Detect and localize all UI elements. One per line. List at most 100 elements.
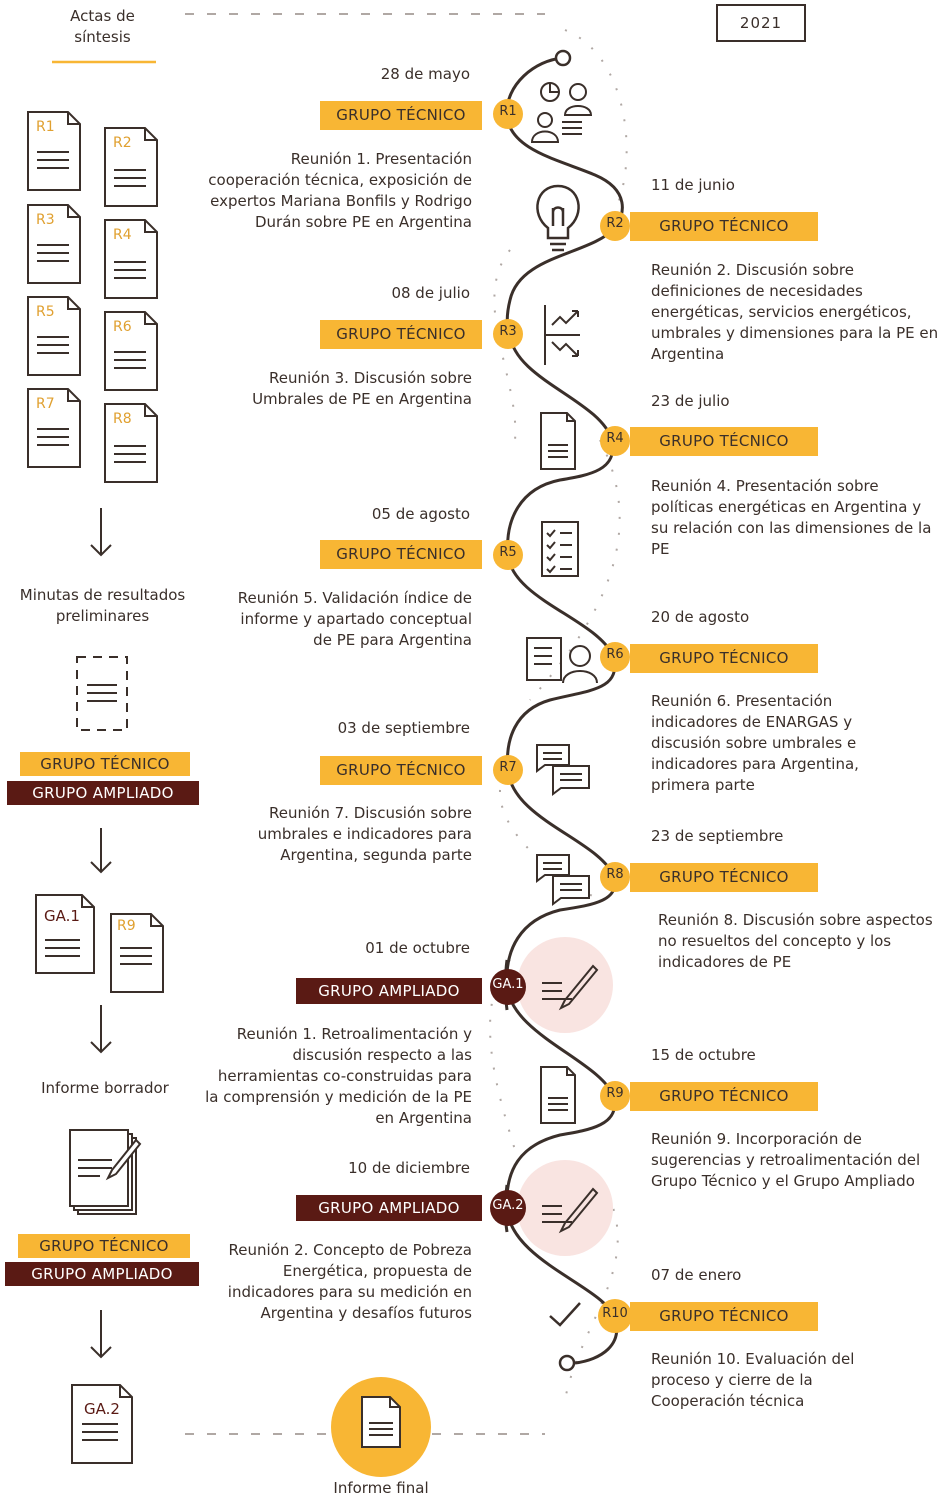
down-arrows <box>90 508 112 1359</box>
doc-tag: R5 <box>36 304 55 320</box>
presenter-icon <box>526 637 598 684</box>
doc-icon <box>104 403 158 483</box>
meeting-date: 15 de octubre <box>651 1046 756 1064</box>
meeting-desc: Reunión 10. Evaluación del proceso y cie… <box>651 1350 855 1410</box>
down-arrow-icon <box>90 508 112 557</box>
meeting-group-label: GRUPO TÉCNICO <box>630 1082 818 1111</box>
meeting-group-label: GRUPO TÉCNICO <box>320 540 482 569</box>
year-box: 2021 <box>716 4 806 42</box>
node-code: R3 <box>499 324 517 339</box>
node-code: R8 <box>606 867 624 882</box>
meeting-date: 11 de junio <box>651 176 735 194</box>
meeting-desc: Reunión 1. Retroalimentación y discusión… <box>205 1025 472 1127</box>
minutas-title: Minutas de resultados preliminares <box>19 586 186 625</box>
doc-tag: R4 <box>113 227 132 243</box>
actas-docs <box>27 111 158 483</box>
pencil-writing-icon <box>542 964 599 1011</box>
meeting-date: 07 de enero <box>651 1266 742 1284</box>
node-code: R9 <box>606 1086 624 1101</box>
ga2-highlight <box>517 1160 613 1256</box>
chat-bubbles-icon <box>536 744 590 796</box>
informe-final-title: Informe final <box>333 1479 429 1497</box>
informe-final-doc-icon <box>361 1396 401 1448</box>
pencil-writing-icon <box>542 1187 599 1234</box>
checklist-icon <box>541 521 579 577</box>
doc-icon <box>104 311 158 391</box>
doc-tag: R6 <box>113 319 132 335</box>
doc-tag: R7 <box>36 396 55 412</box>
node-code: R10 <box>602 1306 628 1321</box>
meeting-group-label: GRUPO AMPLIADO <box>296 1195 482 1221</box>
meeting-desc: Reunión 5. Validación índice de informe … <box>237 589 472 649</box>
informe-borrador-title: Informe borrador <box>41 1079 169 1097</box>
meeting-group-label: GRUPO TÉCNICO <box>630 863 818 892</box>
meeting-desc: Reunión 2. Discusión sobre definiciones … <box>651 261 939 363</box>
meeting-date: 03 de septiembre <box>337 719 470 737</box>
actas-title: Actas de síntesis <box>70 7 135 46</box>
doc-icon <box>71 1384 133 1464</box>
meeting-group-label: GRUPO AMPLIADO <box>296 978 482 1004</box>
meeting-desc: Reunión 9. Incorporación de sugerencias … <box>651 1130 921 1190</box>
meeting-date: 01 de octubre <box>365 939 470 957</box>
doc-tag: GA.2 <box>84 1400 120 1418</box>
doc-icon <box>104 127 158 207</box>
doc-tag: R9 <box>117 918 136 934</box>
doc-icon <box>27 111 81 191</box>
meeting-desc: Reunión 1. Presentación cooperación técn… <box>208 150 472 231</box>
meeting-desc: Reunión 8. Discusión sobre aspectos no r… <box>658 911 933 971</box>
meeting-group-label: GRUPO TÉCNICO <box>630 427 818 456</box>
meeting-date: 20 de agosto <box>651 608 750 626</box>
timeline-path <box>505 56 624 1365</box>
timeline-end-node <box>558 1354 576 1372</box>
doc-icon <box>35 894 95 974</box>
meeting-desc: Reunión 4. Presentación sobre políticas … <box>651 477 932 558</box>
stacked-documents-icon <box>69 1129 142 1215</box>
down-arrow-icon <box>90 1310 112 1359</box>
down-arrow-icon <box>90 1005 112 1054</box>
doc-icon <box>27 204 81 284</box>
node-code: GA.2 <box>492 1198 524 1213</box>
label-grupo-ampliado: GRUPO AMPLIADO <box>7 781 199 805</box>
down-arrow-icon <box>90 828 112 874</box>
node-code: R7 <box>499 760 517 775</box>
meeting-date: 23 de julio <box>651 392 730 410</box>
node-code: R1 <box>499 104 517 119</box>
meeting-desc: Reunión 2. Concepto de Pobreza Energétic… <box>227 1241 472 1322</box>
doc-icon <box>104 219 158 299</box>
meeting-desc: Reunión 6. Presentación indicadores de E… <box>651 692 859 794</box>
meeting-group-label: GRUPO TÉCNICO <box>630 212 818 241</box>
people-chart-icon <box>530 82 593 143</box>
node-code: R4 <box>606 431 624 446</box>
doc-tag: GA.1 <box>44 907 80 925</box>
document-icon <box>540 412 576 470</box>
doc-tag: R2 <box>113 135 132 151</box>
meeting-group-label: GRUPO TÉCNICO <box>320 320 482 349</box>
year-label: 2021 <box>739 14 783 32</box>
doc-icon <box>27 388 81 468</box>
doc-tag: R1 <box>36 119 55 135</box>
meeting-date: 05 de agosto <box>371 505 470 523</box>
node-code: R2 <box>606 216 624 231</box>
meeting-date: 10 de diciembre <box>348 1159 470 1177</box>
timeline-start-node <box>554 49 572 67</box>
node-code: R5 <box>499 545 517 560</box>
ga1-highlight <box>517 937 613 1033</box>
lightbulb-icon <box>536 184 580 252</box>
node-code: GA.1 <box>492 977 524 992</box>
doc-icon <box>27 296 81 376</box>
label-grupo-tecnico: GRUPO TÉCNICO <box>18 1234 190 1258</box>
meeting-group-label: GRUPO TÉCNICO <box>630 644 818 673</box>
meeting-group-label: GRUPO TÉCNICO <box>320 101 482 130</box>
doc-icon <box>110 913 164 993</box>
dashed-draft-doc-icon <box>76 656 128 731</box>
meeting-group-label: GRUPO TÉCNICO <box>630 1302 818 1331</box>
doc-tag: R3 <box>36 212 55 228</box>
meeting-date: 08 de julio <box>391 284 470 302</box>
chat-bubbles-icon <box>536 854 590 906</box>
trend-chart-icon <box>544 305 580 365</box>
meeting-desc: Reunión 7. Discusión sobre umbrales e in… <box>257 804 472 864</box>
label-grupo-tecnico: GRUPO TÉCNICO <box>20 752 190 776</box>
node-code: R6 <box>606 647 624 662</box>
meeting-group-label: GRUPO TÉCNICO <box>320 756 482 785</box>
